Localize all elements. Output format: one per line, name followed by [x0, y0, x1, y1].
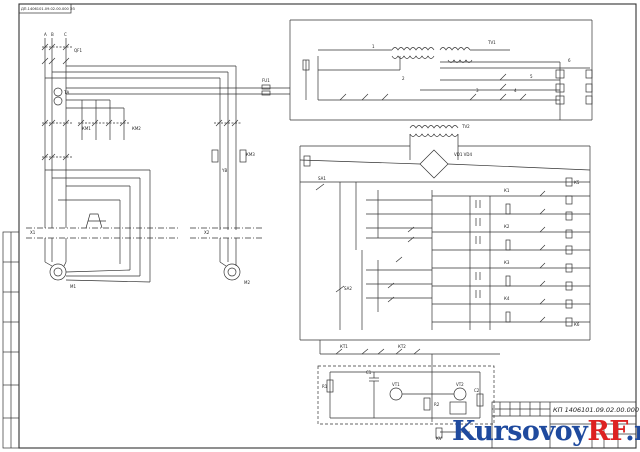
label-sa2: SA2 — [344, 286, 352, 291]
label-vd: VD1 VD4 — [454, 152, 472, 157]
label-line-5: 5 — [530, 74, 533, 79]
label-yb: YB — [221, 168, 227, 173]
label-k5: К5 — [574, 180, 580, 185]
label-kt1: КТ1 — [340, 344, 348, 349]
kursovoy-watermark: KursovoyRF.ru — [452, 416, 640, 447]
label-line-3: 3 — [476, 88, 479, 93]
label-k2: К2 — [504, 224, 510, 229]
label-c2: C2 — [474, 388, 480, 393]
title-code: КП 1406101.09.02.00.000 Э3 — [553, 406, 640, 414]
label-k6: К6 — [574, 322, 580, 327]
label-km1: КМ1 — [82, 126, 91, 131]
label-c1: C1 — [366, 370, 372, 375]
label-kv: КV — [436, 436, 442, 441]
label-k1: К1 — [504, 188, 510, 193]
label-sa1: SA1 — [318, 176, 326, 181]
label-vt1: VT1 — [392, 382, 400, 387]
label-qf1: QF1 — [74, 48, 82, 53]
label-ta: ТА — [63, 90, 69, 95]
label-km2: КМ2 — [132, 126, 141, 131]
label-r1: R1 — [322, 384, 328, 389]
label-fu1: FU1 — [262, 78, 270, 83]
label-m1: М1 — [70, 284, 76, 289]
watermark-suffix: .ru — [625, 416, 640, 447]
watermark-accent: RF — [587, 416, 626, 447]
label-kt2: КТ2 — [398, 344, 406, 349]
label-k3: К3 — [504, 260, 510, 265]
label-bus-c: С — [64, 32, 67, 37]
mirrored-stamp-text: ДП.1406101.09.02.00.000 Э3 — [21, 7, 75, 11]
label-r2: R2 — [434, 402, 440, 407]
label-line-2: 2 — [402, 76, 405, 81]
label-k4: К4 — [504, 296, 510, 301]
label-x1: X1 — [30, 230, 36, 235]
label-km3: КМ3 — [246, 152, 255, 157]
label-m2: М2 — [244, 280, 250, 285]
label-line-6: 6 — [568, 58, 571, 63]
label-bus-b: В — [51, 32, 54, 37]
label-x2: X2 — [204, 230, 210, 235]
label-bus-a: А — [44, 32, 47, 37]
label-tv2: TV2 — [461, 124, 470, 129]
label-tv1: TV1 — [487, 40, 496, 45]
label-line-4: 4 — [514, 88, 517, 93]
label-vt2: VT2 — [456, 382, 464, 387]
watermark-prefix: Kursovoy — [452, 416, 588, 447]
label-line-1: 1 — [372, 44, 375, 49]
